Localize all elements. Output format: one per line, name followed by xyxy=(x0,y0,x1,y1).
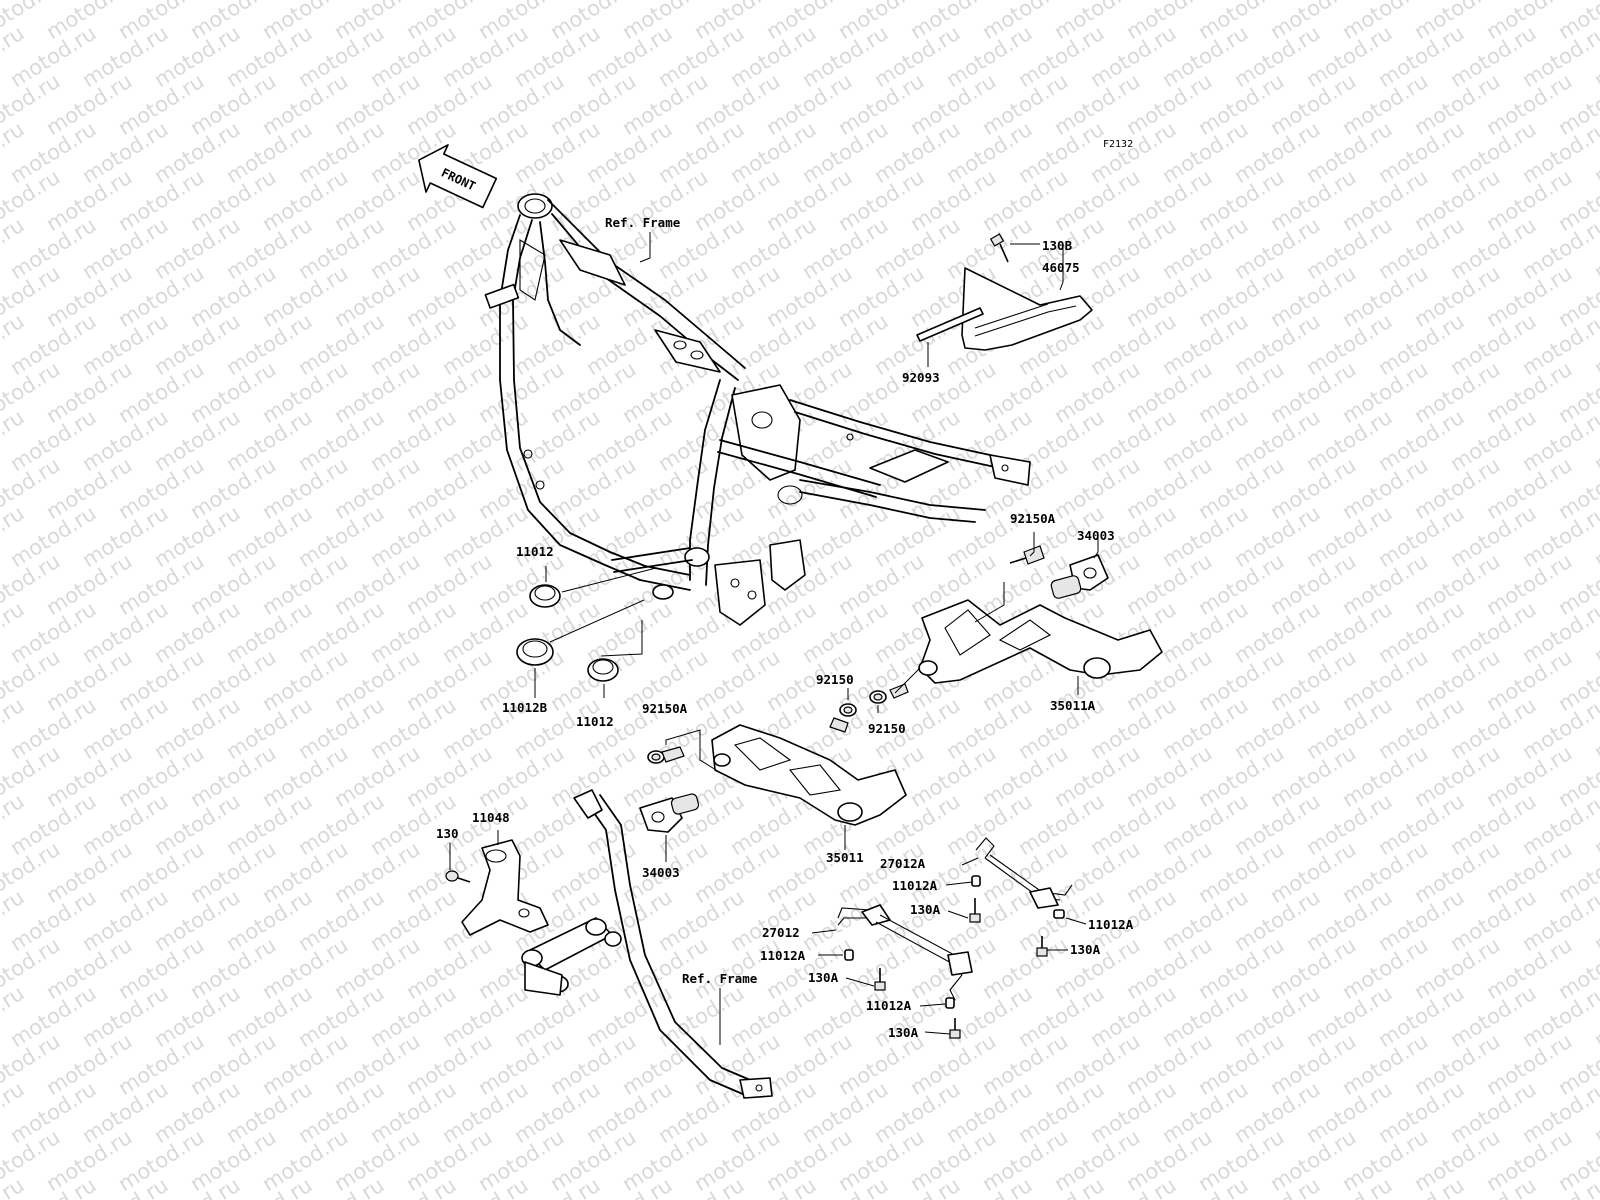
label-11048: 11048 xyxy=(472,810,510,825)
grommet-11012b xyxy=(516,638,554,666)
figure-code: F2132 xyxy=(1103,139,1133,150)
label-27012a: 27012A xyxy=(880,856,926,871)
label-35011: 35011 xyxy=(826,850,864,865)
label-11012a-2: 11012A xyxy=(760,948,806,963)
label-11012a-1: 11012A xyxy=(892,878,938,893)
label-92093: 92093 xyxy=(902,370,940,385)
label-92150a-left: 92150A xyxy=(642,701,688,716)
label-92150-lower: 92150 xyxy=(868,721,906,736)
label-27012: 27012 xyxy=(762,925,800,940)
label-130b: 130B xyxy=(1042,238,1073,253)
label-34003-right: 34003 xyxy=(1077,528,1115,543)
label-11012b: 11012B xyxy=(502,700,548,715)
label-130a-2: 130A xyxy=(808,970,839,985)
steering-head xyxy=(517,193,553,219)
label-34003-left: 34003 xyxy=(642,865,680,880)
label-11012a-3: 11012A xyxy=(866,998,912,1013)
label-130a-right: 130A xyxy=(1070,942,1101,957)
label-11012-bottom: 11012 xyxy=(576,714,614,729)
grommet-11012-top xyxy=(529,584,561,608)
label-92150a-right: 92150A xyxy=(1010,511,1056,526)
label-ref-frame-top: Ref. Frame xyxy=(605,215,681,230)
label-130a-1: 130A xyxy=(910,902,941,917)
label-35011a: 35011A xyxy=(1050,698,1096,713)
label-130a-3: 130A xyxy=(888,1025,919,1040)
label-ref-frame-bottom: Ref. Frame xyxy=(682,971,758,986)
label-11012a-right: 11012A xyxy=(1088,917,1134,932)
label-92150-upper: 92150 xyxy=(816,672,854,687)
grommet-11012-bottom xyxy=(587,658,619,682)
label-46075: 46075 xyxy=(1042,260,1080,275)
label-11012-top: 11012 xyxy=(516,544,554,559)
label-130: 130 xyxy=(436,826,459,841)
